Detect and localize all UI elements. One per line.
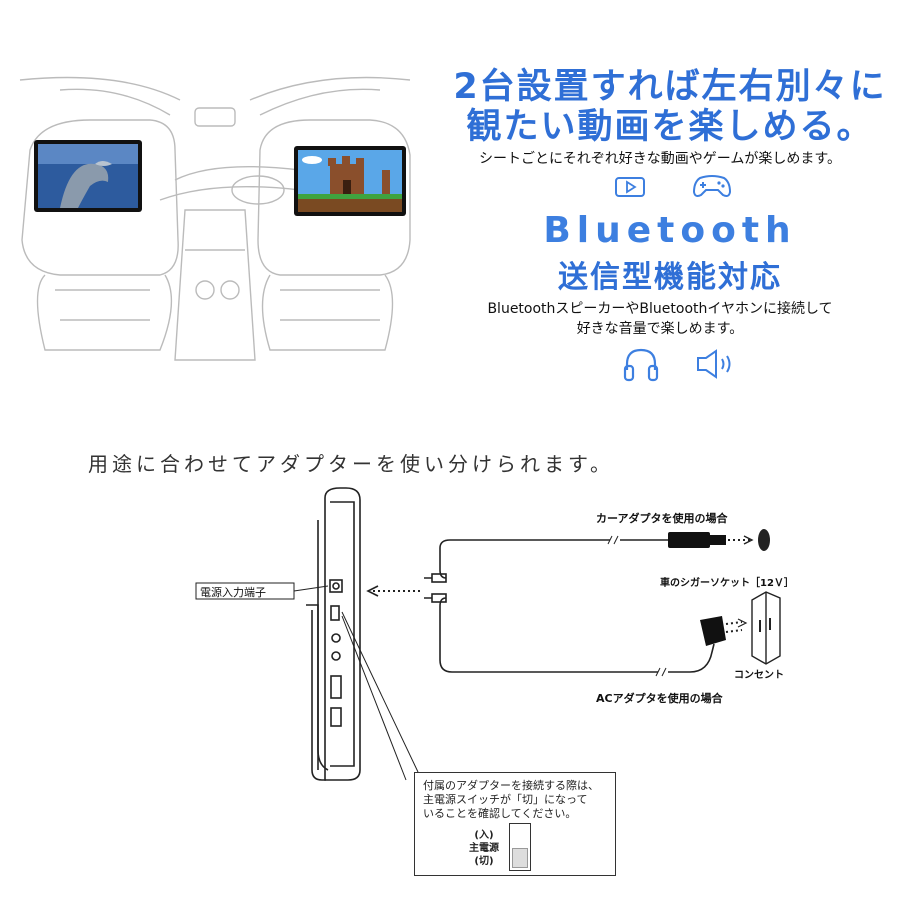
bluetooth-description-line1: BluetoothスピーカーやBluetoothイヤホンに接続して bbox=[487, 301, 833, 317]
switch-main-label: 主電源 bbox=[469, 843, 499, 854]
car-interior-illustration bbox=[19, 76, 411, 361]
left-screen bbox=[34, 140, 142, 212]
main-power-switch bbox=[509, 823, 531, 871]
usage-heading: 用途に合わせてアダプターを使い分けられます。 bbox=[88, 452, 614, 476]
bluetooth-description-line2: 好きな音量で楽しめます。 bbox=[576, 321, 744, 337]
play-icon bbox=[615, 177, 645, 197]
bluetooth-subtitle: 送信型機能対応 bbox=[558, 260, 782, 295]
headphones-icon bbox=[623, 348, 659, 382]
ac-adapter-label: ACアダプタを使用の場合 bbox=[596, 692, 723, 705]
switch-off-label: (切) bbox=[474, 856, 494, 867]
outlet-label: コンセント bbox=[734, 670, 784, 681]
car-adapter-label: カーアダプタを使用の場合 bbox=[596, 512, 728, 525]
headline-line1: 2台設置すれば左右別々に bbox=[453, 67, 887, 107]
cigar-socket-label: 車のシガーソケット［12Ｖ］ bbox=[660, 578, 794, 589]
switch-on-label: (入) bbox=[474, 830, 494, 841]
adapter-connection-diagram bbox=[195, 487, 781, 781]
gamepad-icon bbox=[692, 175, 732, 197]
note-line1: 付属のアダプターを接続する際は、 bbox=[423, 779, 599, 792]
note-line2: 主電源スイッチが「切」になって bbox=[423, 793, 588, 806]
switch-knob bbox=[512, 848, 528, 868]
switch-labels: (入) 主電源 (切) bbox=[469, 829, 499, 868]
note-line3: いることを確認してください。 bbox=[423, 807, 577, 820]
power-terminal-label: 電源入力端子 bbox=[200, 586, 266, 599]
speaker-icon bbox=[697, 349, 731, 379]
caution-note: 付属のアダプターを接続する際は、 主電源スイッチが「切」になって いることを確認… bbox=[414, 772, 616, 876]
headline-line2: 観たい動画を楽しめる。 bbox=[466, 107, 874, 147]
bluetooth-title: Bluetooth bbox=[543, 210, 797, 251]
right-screen bbox=[294, 146, 406, 216]
headline-description: シートごとにそれぞれ好きな動画やゲームが楽しめます。 bbox=[479, 151, 841, 167]
